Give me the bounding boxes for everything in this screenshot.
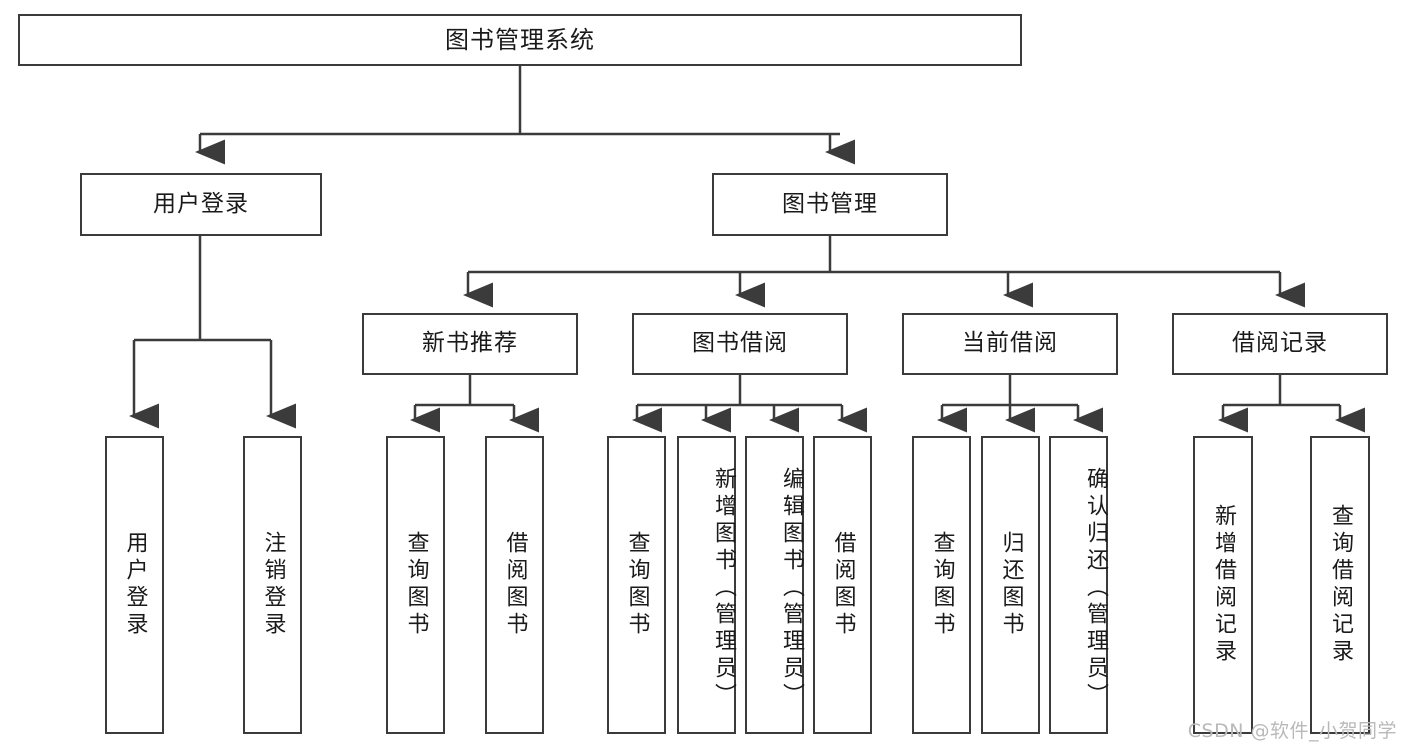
node-leaf-borrow-book-2[interactable]: 借阅图书 (813, 436, 872, 734)
node-label: 新增借阅记录 (1211, 504, 1236, 666)
node-borrow-record[interactable]: 借阅记录 (1172, 313, 1388, 375)
node-label: 查询借阅记录 (1328, 504, 1353, 666)
node-new-book-recommend[interactable]: 新书推荐 (362, 313, 578, 375)
node-label: 查询图书 (929, 531, 955, 639)
node-label: 用户登录 (122, 531, 148, 639)
node-user-login[interactable]: 用户登录 (80, 173, 322, 236)
node-label: 借阅记录 (1232, 330, 1328, 357)
node-leaf-edit-book[interactable]: 编辑图书（管理员） (745, 436, 804, 734)
node-label: 图书管理 (782, 190, 878, 217)
node-leaf-add-book[interactable]: 新增图书（管理员） (677, 436, 736, 734)
node-label: 归还图书 (998, 531, 1024, 639)
node-label: 用户登录 (153, 190, 249, 217)
node-leaf-add-record[interactable]: 新增借阅记录 (1193, 436, 1253, 734)
node-label: 确认归还（管理员） (1083, 466, 1108, 710)
node-label: 查询图书 (403, 531, 429, 639)
node-leaf-query-book-1[interactable]: 查询图书 (386, 436, 445, 734)
node-label: 新增图书（管理员） (711, 466, 736, 710)
node-label: 借阅图书 (830, 531, 856, 639)
node-leaf-query-book-3[interactable]: 查询图书 (912, 436, 971, 734)
node-label: 编辑图书（管理员） (779, 466, 804, 710)
node-label: 查询图书 (624, 531, 650, 639)
node-label: 借阅图书 (502, 531, 528, 639)
node-leaf-user-logout[interactable]: 注销登录 (243, 436, 302, 734)
node-root-system[interactable]: 图书管理系统 (18, 14, 1022, 66)
node-label: 图书借阅 (692, 330, 788, 357)
node-leaf-user-login[interactable]: 用户登录 (105, 436, 164, 734)
node-leaf-borrow-book-1[interactable]: 借阅图书 (485, 436, 544, 734)
node-label: 当前借阅 (962, 330, 1058, 357)
node-leaf-query-book-2[interactable]: 查询图书 (607, 436, 666, 734)
node-current-borrow[interactable]: 当前借阅 (902, 313, 1118, 375)
watermark-text: CSDN @软件_小贺同学 (1187, 720, 1397, 742)
node-label: 图书管理系统 (445, 25, 595, 54)
node-book-borrow[interactable]: 图书借阅 (632, 313, 848, 375)
node-book-management[interactable]: 图书管理 (712, 173, 948, 236)
node-leaf-return-book[interactable]: 归还图书 (981, 436, 1040, 734)
node-label: 新书推荐 (422, 330, 518, 357)
node-leaf-query-record[interactable]: 查询借阅记录 (1310, 436, 1370, 734)
node-label: 注销登录 (260, 531, 286, 639)
node-leaf-confirm-return[interactable]: 确认归还（管理员） (1049, 436, 1108, 734)
